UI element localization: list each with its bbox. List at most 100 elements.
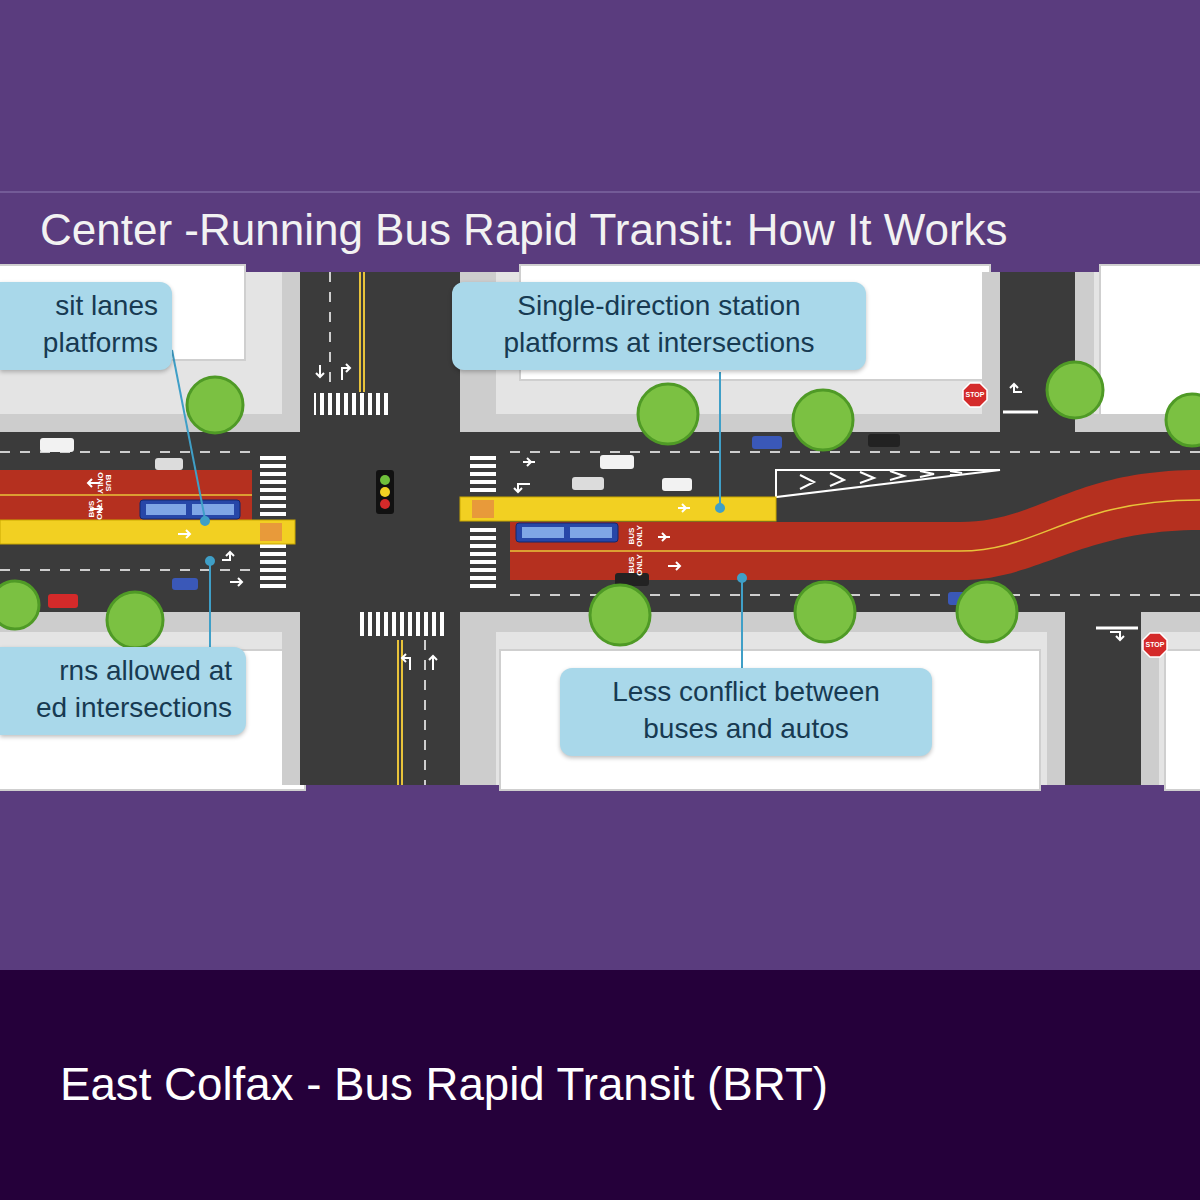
station-platform (0, 497, 776, 544)
leader-line (719, 372, 721, 506)
road (0, 272, 1200, 785)
building (0, 265, 1200, 790)
caption: East Colfax - Bus Rapid Transit (BRT) (60, 1057, 828, 1111)
leader-line (741, 580, 743, 668)
stop-sign (963, 383, 1167, 657)
tree (590, 585, 650, 645)
tree (187, 377, 243, 433)
platform-crossing (260, 523, 282, 541)
callout-text: rns allowed at ed intersections (14, 653, 232, 727)
stop-sign-text: STOP (966, 391, 985, 398)
pavement-marking: BUS ONLY (628, 553, 644, 577)
crosswalk (470, 525, 496, 590)
lane-arrow (514, 484, 530, 492)
pavement-marking: BUS ONLY (96, 471, 112, 495)
callout-box: sit lanes platforms (0, 282, 172, 370)
building (500, 650, 1040, 790)
lane-line (363, 272, 365, 392)
background (0, 191, 1200, 193)
gore-hatching (800, 471, 962, 489)
car (155, 458, 183, 470)
car (172, 578, 198, 590)
lane-arrow (429, 656, 437, 670)
car (868, 434, 900, 447)
traffic-signal (380, 499, 390, 509)
car (662, 478, 692, 491)
bus-lane (0, 470, 1200, 580)
lane-arrow (402, 654, 410, 670)
lane-arrow (222, 552, 234, 560)
background (0, 0, 1200, 970)
bus-lane (0, 470, 252, 520)
leader-line (172, 350, 746, 668)
lane-arrow (178, 530, 190, 538)
diagram-title: Center -Running Bus Rapid Transit: How I… (40, 205, 1008, 255)
sidewalk (0, 272, 1200, 785)
traffic-signal (376, 470, 394, 514)
callout-box: Single-direction station platforms at in… (452, 282, 866, 370)
leader-line (716, 504, 724, 512)
tree (0, 362, 1200, 648)
stop-sign (1143, 633, 1167, 657)
leader-line (206, 557, 214, 565)
tree (107, 592, 163, 648)
lane-arrow (342, 364, 350, 380)
lane-line (401, 640, 403, 785)
stop-sign-text: STOP (1146, 641, 1165, 648)
tree (957, 582, 1017, 642)
lane-arrow (1110, 632, 1124, 640)
road (300, 272, 460, 785)
crosswalk (470, 455, 496, 495)
lane-arrow (668, 562, 680, 570)
car (48, 594, 78, 608)
tree (1047, 362, 1103, 418)
crosswalk (356, 612, 446, 636)
callout-text: Less conflict between buses and autos (574, 674, 918, 748)
tree (0, 581, 39, 629)
lane-arrow (230, 578, 242, 586)
gore-hatching (776, 470, 1000, 497)
lane-arrow (523, 458, 535, 466)
building (1165, 650, 1200, 790)
callout-text: Single-direction station platforms at in… (466, 288, 852, 362)
traffic-signal (376, 470, 394, 514)
stop-line (1096, 627, 1138, 630)
lane-line (359, 272, 361, 392)
car (752, 436, 782, 449)
traffic-signal (380, 475, 390, 485)
callout-text: sit lanes platforms (14, 288, 158, 362)
lane-arrow (316, 365, 324, 377)
stop-line (1003, 411, 1038, 414)
background (0, 970, 1200, 1200)
lane-arrow (678, 504, 690, 512)
lane-line (424, 640, 426, 785)
road (1065, 608, 1141, 785)
tree (795, 582, 855, 642)
leader-line (738, 574, 746, 582)
car (40, 438, 74, 452)
tree (793, 390, 853, 450)
bus-window (522, 527, 564, 538)
traffic-signal (380, 487, 390, 497)
lane-line (510, 451, 1200, 453)
stop-sign (963, 383, 987, 407)
bus-lane (0, 494, 252, 496)
tree (1166, 394, 1200, 446)
bus (516, 523, 618, 542)
bus-window (570, 527, 612, 538)
bus-lane (510, 470, 1200, 580)
bus-window (146, 504, 186, 515)
bus (140, 500, 240, 519)
crosswalk (314, 393, 392, 415)
stop-line (1003, 412, 1138, 628)
lane-line (0, 451, 250, 453)
lane-line (329, 272, 331, 392)
station-platform (0, 520, 295, 544)
lane-line (397, 640, 399, 785)
lane-arrow (658, 533, 670, 541)
leader-line (172, 350, 205, 519)
leader-line (201, 517, 209, 525)
platform-crossing (472, 500, 494, 518)
